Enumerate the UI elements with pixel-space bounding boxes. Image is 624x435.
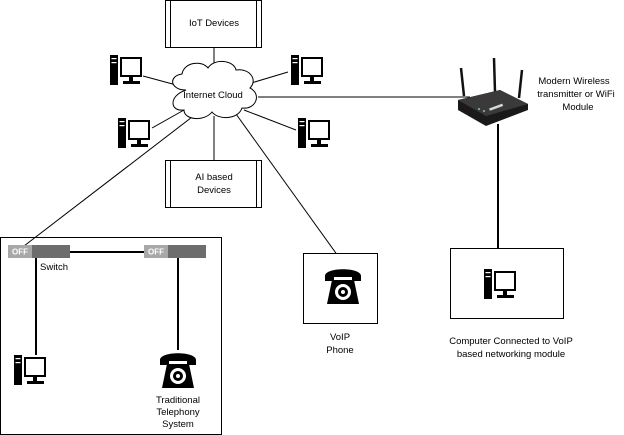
- iot-devices-label: IoT Devices: [189, 18, 239, 29]
- link-cloud-voip: [235, 113, 339, 257]
- desktop-computer-icon: [291, 55, 323, 85]
- desktop-computer-icon: [110, 55, 142, 85]
- telephony-system-group: OFF Switch OFF Traditional Telephony Sys…: [0, 237, 222, 435]
- link-cloud-pc-midright: [243, 109, 297, 131]
- desktop-computer-icon: [14, 355, 46, 385]
- switch-1: OFF: [8, 245, 70, 258]
- desktop-computer-icon: [298, 118, 330, 148]
- wireless-label-line3: Module: [562, 102, 593, 113]
- telephony-label-line2: Telephony: [156, 407, 200, 418]
- connection-lines: [23, 48, 499, 355]
- wireless-label-line1: Modern Wireless: [538, 76, 610, 87]
- switch-1-state: OFF: [12, 248, 28, 257]
- wireless-label-line2: transmitter or WiFi: [537, 89, 615, 100]
- telephony-label-line1: Traditional: [156, 395, 200, 406]
- wireless-router-icon: [458, 57, 528, 126]
- desktop-computer-icon: [118, 118, 150, 148]
- voip-phone-node: [303, 253, 378, 324]
- ai-devices-node: AI based Devices: [165, 160, 262, 208]
- link-cloud-pc-midleft: [151, 109, 185, 129]
- voip-computer-node: [450, 248, 564, 319]
- switch-2: OFF: [144, 245, 206, 258]
- link-cloud-pc-topright: [247, 71, 289, 85]
- link-cloud-switch: [23, 113, 197, 247]
- voip-label-line1: VoIP: [330, 332, 350, 343]
- rotary-telephone-icon: [160, 353, 196, 388]
- computer-label-line1: Computer Connected to VoIP: [449, 336, 573, 347]
- switch-2-state: OFF: [148, 248, 164, 257]
- voip-label-line2: Phone: [326, 345, 353, 356]
- switch-label: Switch: [40, 262, 68, 273]
- internet-cloud-label: Internet Cloud: [183, 90, 243, 101]
- cloud-icon: Internet Cloud: [172, 61, 257, 119]
- computer-label-line2: based networking module: [457, 349, 565, 360]
- ai-devices-label-line1: AI based: [195, 172, 233, 183]
- iot-devices-node: IoT Devices: [165, 0, 262, 48]
- ai-devices-label-line2: Devices: [197, 185, 231, 196]
- telephony-label-line3: System: [162, 419, 194, 430]
